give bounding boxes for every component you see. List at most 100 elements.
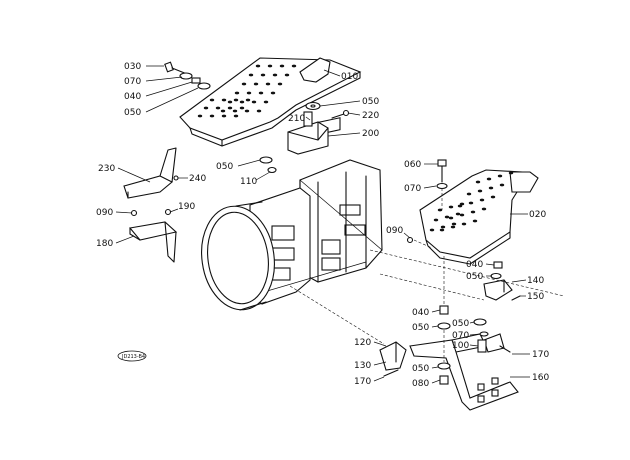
label-210: 210: [288, 114, 305, 124]
plate-hole: [488, 186, 494, 190]
label-050: 050: [412, 323, 429, 333]
plate-hole: [233, 114, 239, 118]
label-190: 190: [178, 202, 195, 212]
label-050: 050: [452, 319, 469, 329]
plate-hole: [439, 228, 445, 232]
plate-hole: [429, 228, 435, 232]
plate-hole: [221, 114, 227, 118]
label-150: 150: [527, 292, 544, 302]
bracket-120: [379, 341, 407, 371]
plate-hole: [263, 100, 269, 104]
label-040: 040: [466, 260, 483, 270]
plate-hole: [227, 106, 233, 110]
label-170: 170: [354, 377, 371, 387]
plate-hole: [497, 174, 503, 178]
plate-hole: [227, 100, 233, 104]
plate-hole: [459, 213, 465, 217]
plate-hole: [448, 205, 454, 209]
plate-hole: [251, 100, 257, 104]
drawing-code: JD213-B4: [121, 354, 145, 360]
label-200: 200: [362, 129, 379, 139]
plate-hole: [267, 64, 273, 68]
label-020: 020: [529, 210, 546, 220]
plate-hole: [448, 216, 454, 220]
label-030: 030: [124, 62, 141, 72]
plate-hole: [244, 109, 250, 113]
label-170: 170: [532, 350, 549, 360]
plate-hole: [209, 98, 215, 102]
step-plate-right: [419, 169, 539, 265]
label-160: 160: [532, 373, 549, 383]
plate-hole: [440, 225, 446, 229]
plate-hole: [253, 82, 259, 86]
label-180: 180: [96, 239, 113, 249]
label-050: 050: [412, 364, 429, 374]
plate-hole: [220, 109, 226, 113]
plate-hole: [277, 82, 283, 86]
plate-hole: [490, 195, 496, 199]
label-070: 070: [452, 331, 469, 341]
plate-hole: [468, 201, 474, 205]
label-060: 060: [404, 160, 421, 170]
transmission-housing: [201, 117, 383, 311]
plate-hole: [248, 73, 254, 77]
plate-hole: [461, 222, 467, 226]
plate-hole: [444, 215, 450, 219]
plate-hole: [472, 219, 478, 223]
plate-hole: [279, 64, 285, 68]
plate-hole: [255, 64, 261, 68]
plate-hole: [459, 202, 465, 206]
bracket-200: [287, 111, 329, 155]
label-140: 140: [527, 276, 544, 286]
label-240: 240: [189, 174, 206, 184]
plate-hole: [260, 73, 266, 77]
label-230: 230: [98, 164, 115, 174]
label-130: 130: [354, 361, 371, 371]
label-050: 050: [216, 162, 233, 172]
plate-hole: [239, 106, 245, 110]
plate-hole: [241, 82, 247, 86]
plate-hole: [221, 98, 227, 102]
plate-hole: [450, 225, 456, 229]
plate-hole: [284, 73, 290, 77]
plate-hole: [475, 180, 481, 184]
leader-lines: [115, 65, 530, 384]
drawing-code-stamp: JD213-B4: [117, 350, 147, 362]
bracket-140: [483, 279, 513, 301]
plate-hole: [455, 212, 461, 216]
plate-hole: [258, 91, 264, 95]
step-plate-upper: [179, 57, 362, 147]
plate-hole: [486, 177, 492, 181]
plate-hole: [272, 73, 278, 77]
bracket-180: [128, 221, 178, 263]
plate-hole: [481, 207, 487, 211]
plate-hole: [232, 109, 238, 113]
label-090: 090: [96, 208, 113, 218]
label-100: 100: [452, 341, 469, 351]
plate-hole: [265, 82, 271, 86]
plate-hole: [234, 91, 240, 95]
plate-hole: [233, 98, 239, 102]
bracket-230: [123, 147, 177, 199]
label-120: 120: [354, 338, 371, 348]
label-110: 110: [240, 177, 257, 187]
plate-hole: [197, 114, 203, 118]
plate-hole: [246, 91, 252, 95]
label-070: 070: [404, 184, 421, 194]
assembly-lines: [289, 188, 565, 362]
plate-hole: [457, 204, 463, 208]
label-040: 040: [412, 308, 429, 318]
plate-hole: [209, 114, 215, 118]
plate-hole: [256, 109, 262, 113]
label-050: 050: [124, 108, 141, 118]
label-080: 080: [412, 379, 429, 389]
plate-hole: [451, 222, 457, 226]
plate-hole: [470, 210, 476, 214]
plate-hole: [479, 198, 485, 202]
label-010: 010: [341, 72, 358, 82]
label-040: 040: [124, 92, 141, 102]
plate-hole: [477, 189, 483, 193]
plate-hole: [215, 106, 221, 110]
